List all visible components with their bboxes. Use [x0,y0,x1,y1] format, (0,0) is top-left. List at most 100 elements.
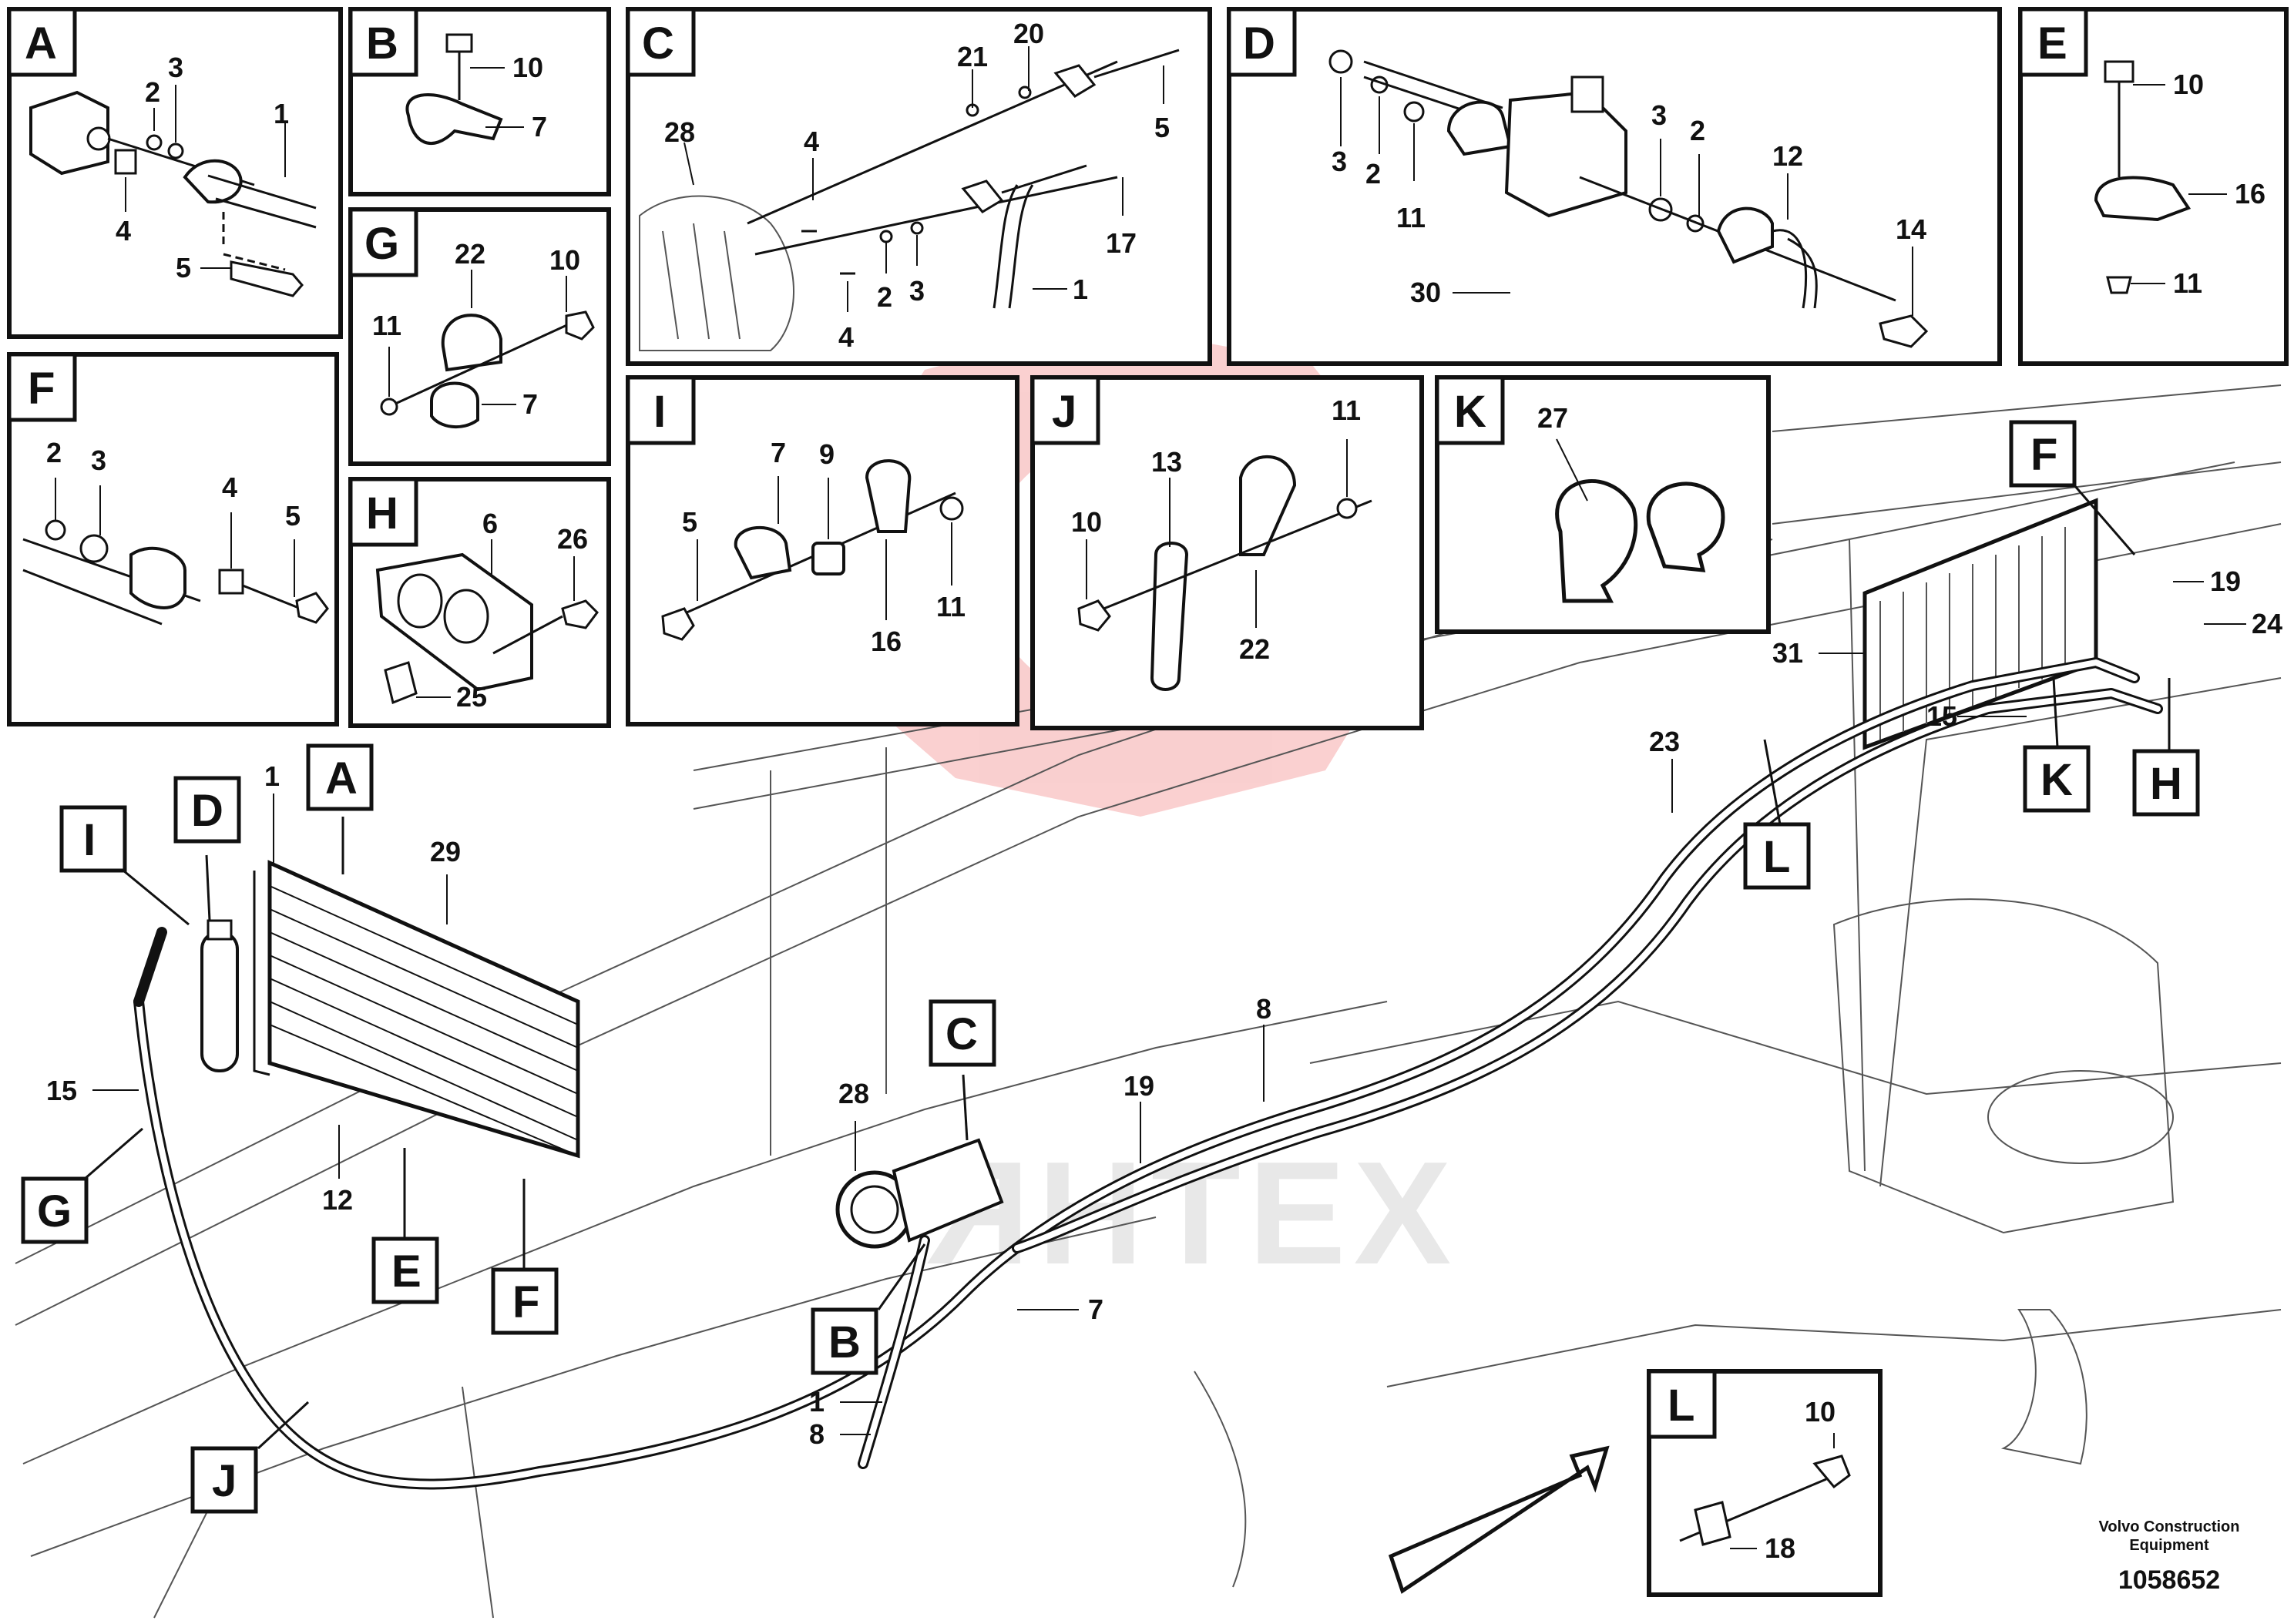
part-number: 7 [532,111,547,143]
part-number: 7 [1088,1293,1103,1325]
part-number: 5 [285,500,301,532]
panel-letter-tabs: A B C D E F G H I J K L [7,7,2088,1439]
part-number: 17 [1106,227,1137,259]
part-number: 1 [1073,273,1088,305]
part-number: 5 [1154,112,1170,143]
part-number: 8 [809,1418,825,1450]
part-number: 21 [957,41,988,72]
part-number: 25 [456,681,487,713]
part-number: 4 [116,215,131,247]
part-number: 3 [1332,146,1347,177]
part-number: 28 [664,116,695,148]
part-number: 30 [1410,277,1441,308]
part-number: 28 [838,1078,869,1109]
part-number: 4 [838,321,854,353]
part-number: 2 [1365,158,1381,190]
part-number: 14 [1896,213,1926,245]
letter-tag: H [2150,759,2182,809]
panel-letter: J [1052,387,1076,437]
letter-tag: E [391,1247,422,1297]
panel-E-drawing: 10 16 11 [2094,60,2265,299]
part-number: 12 [322,1184,353,1216]
panel-H-drawing: 6 26 25 [375,508,599,713]
panel-letter: F [28,364,55,414]
letter-tag: L [1763,832,1790,882]
drawing-number: 1058652 [2118,1565,2220,1595]
panel-D-drawing: 3 2 11 3 2 12 14 30 [1328,49,1929,348]
footer-brand-line1: Volvo Construction [2099,1518,2240,1535]
receiver-drier [200,919,239,1072]
compressor [835,1138,1004,1249]
footer: Volvo Construction Equipment 1058652 [2099,1518,2240,1595]
part-number: 11 [936,591,966,622]
direction-arrow [1388,1445,1610,1594]
part-number: 31 [1772,637,1803,669]
letter-tag: C [945,1009,978,1059]
panel-L-drawing: 10 18 [1679,1396,1851,1564]
part-number: 2 [145,76,160,108]
part-number: 7 [522,388,538,420]
part-number: 6 [482,508,498,539]
part-number: 4 [804,126,819,157]
part-number: 5 [176,252,191,284]
panel-letter: K [1454,387,1486,437]
panel-letter: B [366,18,398,69]
part-number: 24 [2252,608,2282,639]
part-number: 11 [372,310,401,341]
panel-I-drawing: 7 9 5 16 11 [661,437,966,657]
part-number: 19 [1123,1070,1154,1102]
watermark-text: ЯНТЕХ [925,1132,1459,1295]
part-number: 3 [168,52,183,83]
part-number: 2 [1690,115,1705,146]
letter-tag: F [2030,430,2057,480]
part-number: 15 [46,1075,77,1106]
part-number: 29 [430,836,461,867]
part-number: 9 [819,438,835,470]
part-number: 20 [1013,18,1044,49]
part-number: 27 [1537,402,1568,434]
part-number: 10 [2173,69,2204,100]
part-number: 16 [871,626,902,657]
part-number: 4 [222,471,237,503]
part-number: 22 [455,238,485,270]
part-number: 19 [2210,565,2241,597]
panel-letter: I [653,387,666,437]
panel-C [626,7,1212,366]
part-number: 11 [1396,202,1426,233]
main-part-callouts: 1 29 15 12 28 19 8 7 1 8 23 31 15 19 24 [46,565,2282,1450]
part-number: 7 [771,437,786,468]
letter-tag: F [512,1277,539,1327]
letter-tag: D [191,786,223,836]
panel-A-drawing: 1 2 3 4 5 [29,52,317,297]
part-number: 3 [91,445,106,476]
part-number: 12 [1772,140,1803,172]
panel-letter: A [25,18,57,69]
part-number: 11 [1332,394,1361,426]
letter-tag: G [37,1186,72,1236]
panel-letter: L [1668,1381,1694,1431]
panel-letter: H [366,488,398,539]
panel-C-drawing: 21 20 28 4 5 17 2 3 4 1 [639,18,1180,353]
part-number: 3 [1651,99,1667,131]
part-number: 1 [264,760,280,792]
panel-J-drawing: 13 11 10 22 [1071,394,1372,691]
part-number: 13 [1151,446,1182,478]
part-number: 1 [274,98,289,129]
part-number: 26 [557,523,588,555]
letter-tag: A [325,753,358,804]
panel-G-drawing: 22 10 11 7 [372,238,595,429]
letter-tag: K [2040,755,2073,805]
condenser [253,860,580,1159]
part-number: 2 [877,281,892,313]
panel-B-drawing: 10 7 [405,33,547,146]
panel-F-drawing: 2 3 4 5 [22,437,329,626]
part-number: 8 [1256,993,1271,1025]
panel-letter: E [2037,18,2067,69]
part-number: 23 [1649,726,1680,757]
part-number: 5 [682,506,697,538]
part-number: 10 [1805,1396,1836,1428]
panel-letter: D [1243,18,1275,69]
panel-letter: G [364,219,399,269]
refrigerant-hoses [133,657,2163,1490]
